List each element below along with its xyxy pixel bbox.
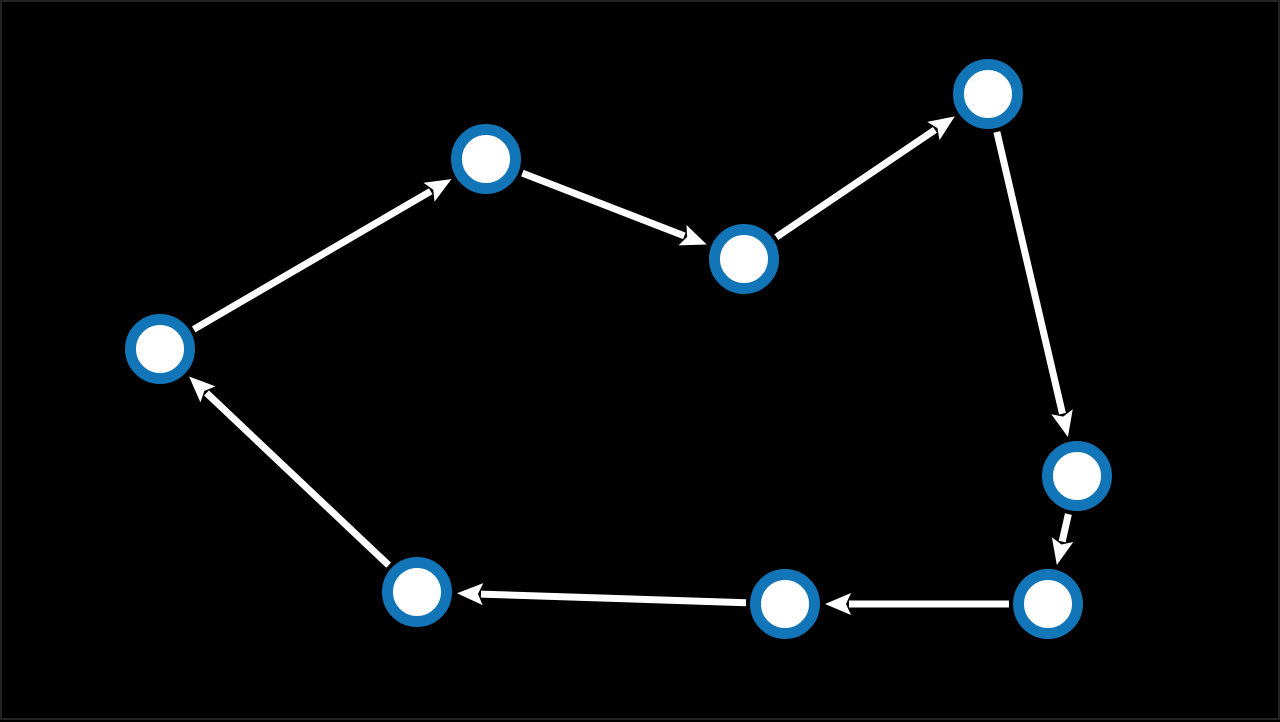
node-bottom-left[interactable] xyxy=(382,557,452,627)
node-layer xyxy=(125,59,1112,639)
node-circle xyxy=(1042,441,1112,511)
edge-arrowhead xyxy=(1051,409,1073,438)
edge-top-right-to-right[interactable] xyxy=(993,131,1073,438)
edge-shaft xyxy=(521,169,686,240)
node-circle xyxy=(125,314,195,384)
edge-arrowhead xyxy=(456,583,484,606)
edge-layer xyxy=(189,116,1074,615)
edge-shaft xyxy=(480,590,747,607)
node-bottom-middle[interactable] xyxy=(750,569,820,639)
node-circle xyxy=(451,124,521,194)
node-upper-left[interactable] xyxy=(451,124,521,194)
node-circle xyxy=(750,569,820,639)
edge-arrowhead xyxy=(189,376,216,403)
edge-lower-right-to-bottom-middle[interactable] xyxy=(825,593,1009,615)
edge-bottom-left-to-left[interactable] xyxy=(189,376,392,568)
node-right[interactable] xyxy=(1042,441,1112,511)
edge-arrowhead xyxy=(1051,537,1074,565)
edge-shaft xyxy=(204,390,392,568)
edge-right-to-lower-right[interactable] xyxy=(1051,513,1074,565)
edge-shaft xyxy=(191,188,433,333)
edge-shaft xyxy=(1058,513,1072,543)
edge-left-to-upper-left[interactable] xyxy=(191,179,452,333)
node-circle xyxy=(1013,569,1083,639)
edge-bottom-middle-to-bottom-left[interactable] xyxy=(456,583,747,607)
node-circle xyxy=(953,59,1023,129)
node-lower-right[interactable] xyxy=(1013,569,1083,639)
node-upper-middle[interactable] xyxy=(709,224,779,294)
edge-upper-middle-to-top-right[interactable] xyxy=(774,116,955,241)
node-circle xyxy=(709,224,779,294)
edge-upper-left-to-upper-middle[interactable] xyxy=(521,169,707,246)
edge-shaft xyxy=(774,126,937,241)
edge-arrowhead xyxy=(423,179,452,202)
edge-arrowhead xyxy=(927,116,955,141)
node-left[interactable] xyxy=(125,314,195,384)
edge-arrowhead xyxy=(825,593,851,615)
edge-arrowhead xyxy=(678,224,707,246)
edge-shaft xyxy=(993,131,1066,415)
node-top-right[interactable] xyxy=(953,59,1023,129)
node-circle xyxy=(382,557,452,627)
